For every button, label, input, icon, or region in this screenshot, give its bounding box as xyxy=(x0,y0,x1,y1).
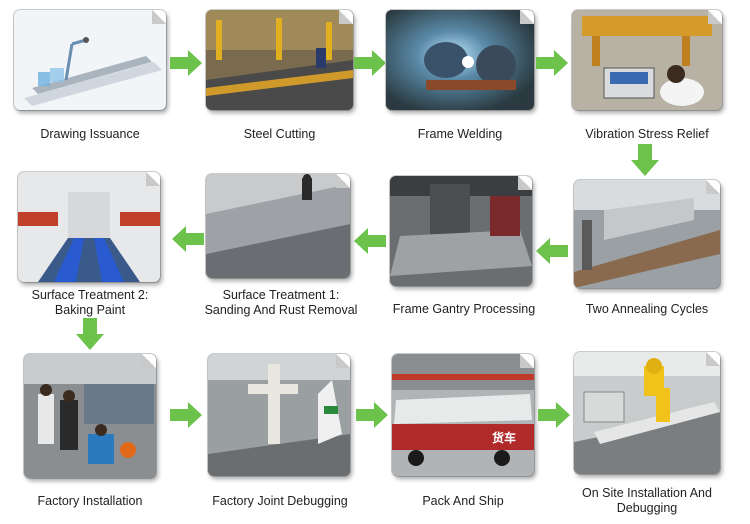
step-label: Surface Treatment 2: Baking Paint xyxy=(10,288,170,318)
factory-joint-debugging-image xyxy=(208,354,350,476)
surface-treatment-2-photo xyxy=(18,172,160,282)
arrow-left-icon xyxy=(536,238,568,264)
step-label: Surface Treatment 1: Sanding And Rust Re… xyxy=(196,288,366,318)
arrow-left-icon xyxy=(172,226,204,252)
machine-render-image xyxy=(14,10,166,110)
arrow-left-icon xyxy=(354,228,386,254)
arrow-right-icon xyxy=(356,402,388,428)
arrow-down-icon xyxy=(76,318,104,350)
step-label: Frame Welding xyxy=(417,127,503,141)
arrow-right-icon xyxy=(536,50,568,76)
step-label-line-2: Baking Paint xyxy=(54,303,126,317)
frame-gantry-processing-photo xyxy=(390,176,532,286)
step-label: Factory Joint Debugging xyxy=(212,494,348,508)
step-label: Two Annealing Cycles xyxy=(585,302,709,316)
arrow-right-icon xyxy=(354,50,386,76)
factory-joint-debugging-photo xyxy=(208,354,350,476)
on-site-installation-image xyxy=(574,352,720,474)
drawing-issuance-photo xyxy=(14,10,166,110)
pack-and-ship-photo: 货车 xyxy=(392,354,534,476)
steel-cutting-photo xyxy=(206,10,353,110)
step-label: Steel Cutting xyxy=(243,127,316,141)
surface-treatment-1-photo xyxy=(206,174,350,278)
arrow-right-icon xyxy=(170,50,202,76)
truck-side-text: 货车 xyxy=(492,430,516,445)
vibration-stress-relief-photo xyxy=(572,10,722,110)
step-label-line-1: Surface Treatment 1: xyxy=(222,288,340,302)
factory-installation-image xyxy=(24,354,156,478)
sanding-rust-removal-image xyxy=(206,174,350,278)
arrow-right-icon xyxy=(538,402,570,428)
pack-and-ship-truck-image: 货车 xyxy=(392,354,534,476)
two-annealing-cycles-photo xyxy=(574,180,720,288)
vibration-stress-relief-image xyxy=(572,10,722,110)
baking-paint-booth-image xyxy=(18,172,160,282)
steel-cutting-image xyxy=(206,10,353,110)
step-label: Frame Gantry Processing xyxy=(392,302,536,316)
step-label: Vibration Stress Relief xyxy=(585,127,709,141)
step-label: Drawing Issuance xyxy=(40,127,140,141)
step-label: Factory Installation xyxy=(37,494,143,508)
step-label: On Site Installation And Debugging xyxy=(566,486,728,516)
step-label-line-2: Debugging xyxy=(616,501,678,515)
step-label-line-1: Surface Treatment 2: xyxy=(31,288,149,302)
factory-installation-photo xyxy=(24,354,156,478)
frame-welding-image xyxy=(386,10,534,110)
step-label-line-2: Sanding And Rust Removal xyxy=(204,303,358,317)
arrow-down-icon xyxy=(631,144,659,176)
step-label: Pack And Ship xyxy=(422,494,504,508)
arrow-right-icon xyxy=(170,402,202,428)
on-site-installation-photo xyxy=(574,352,720,474)
frame-welding-photo xyxy=(386,10,534,110)
step-label-line-1: On Site Installation And xyxy=(582,486,712,500)
two-annealing-cycles-image xyxy=(574,180,720,288)
frame-gantry-processing-image xyxy=(390,176,532,286)
